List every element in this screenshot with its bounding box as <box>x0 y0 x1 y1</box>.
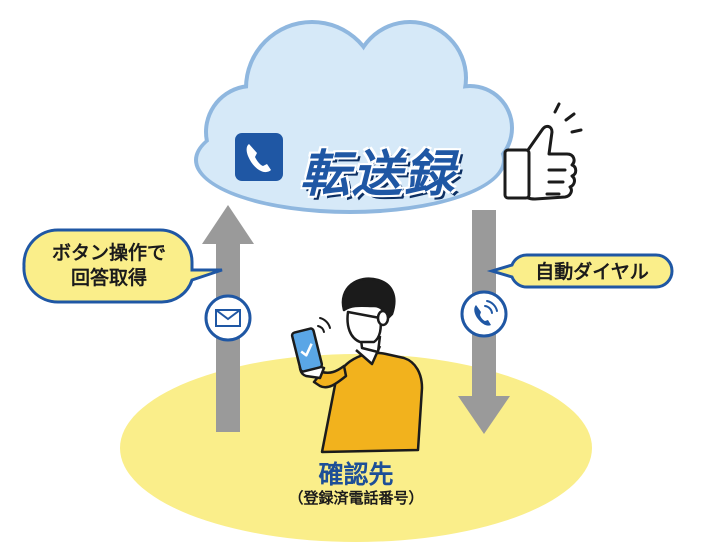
left-callout-label: ボタン操作で 回答取得 <box>24 230 194 302</box>
left-callout <box>22 228 223 304</box>
left-callout-line1: ボタン操作で <box>51 242 166 264</box>
phone-handset-icon <box>235 133 283 181</box>
phone-call-icon <box>460 290 508 338</box>
right-callout <box>486 253 674 289</box>
brand-title: 転送録 <box>300 145 456 203</box>
left-callout-line2: 回答取得 <box>70 267 147 289</box>
right-callout-label: 自動ダイヤル <box>535 260 649 283</box>
person-illustration <box>290 277 424 454</box>
destination-subtitle: （登録済電話番号） <box>288 489 424 507</box>
thumbs-up-icon <box>503 102 583 201</box>
destination-title: 確認先 <box>318 460 394 489</box>
envelope-icon <box>204 294 252 342</box>
